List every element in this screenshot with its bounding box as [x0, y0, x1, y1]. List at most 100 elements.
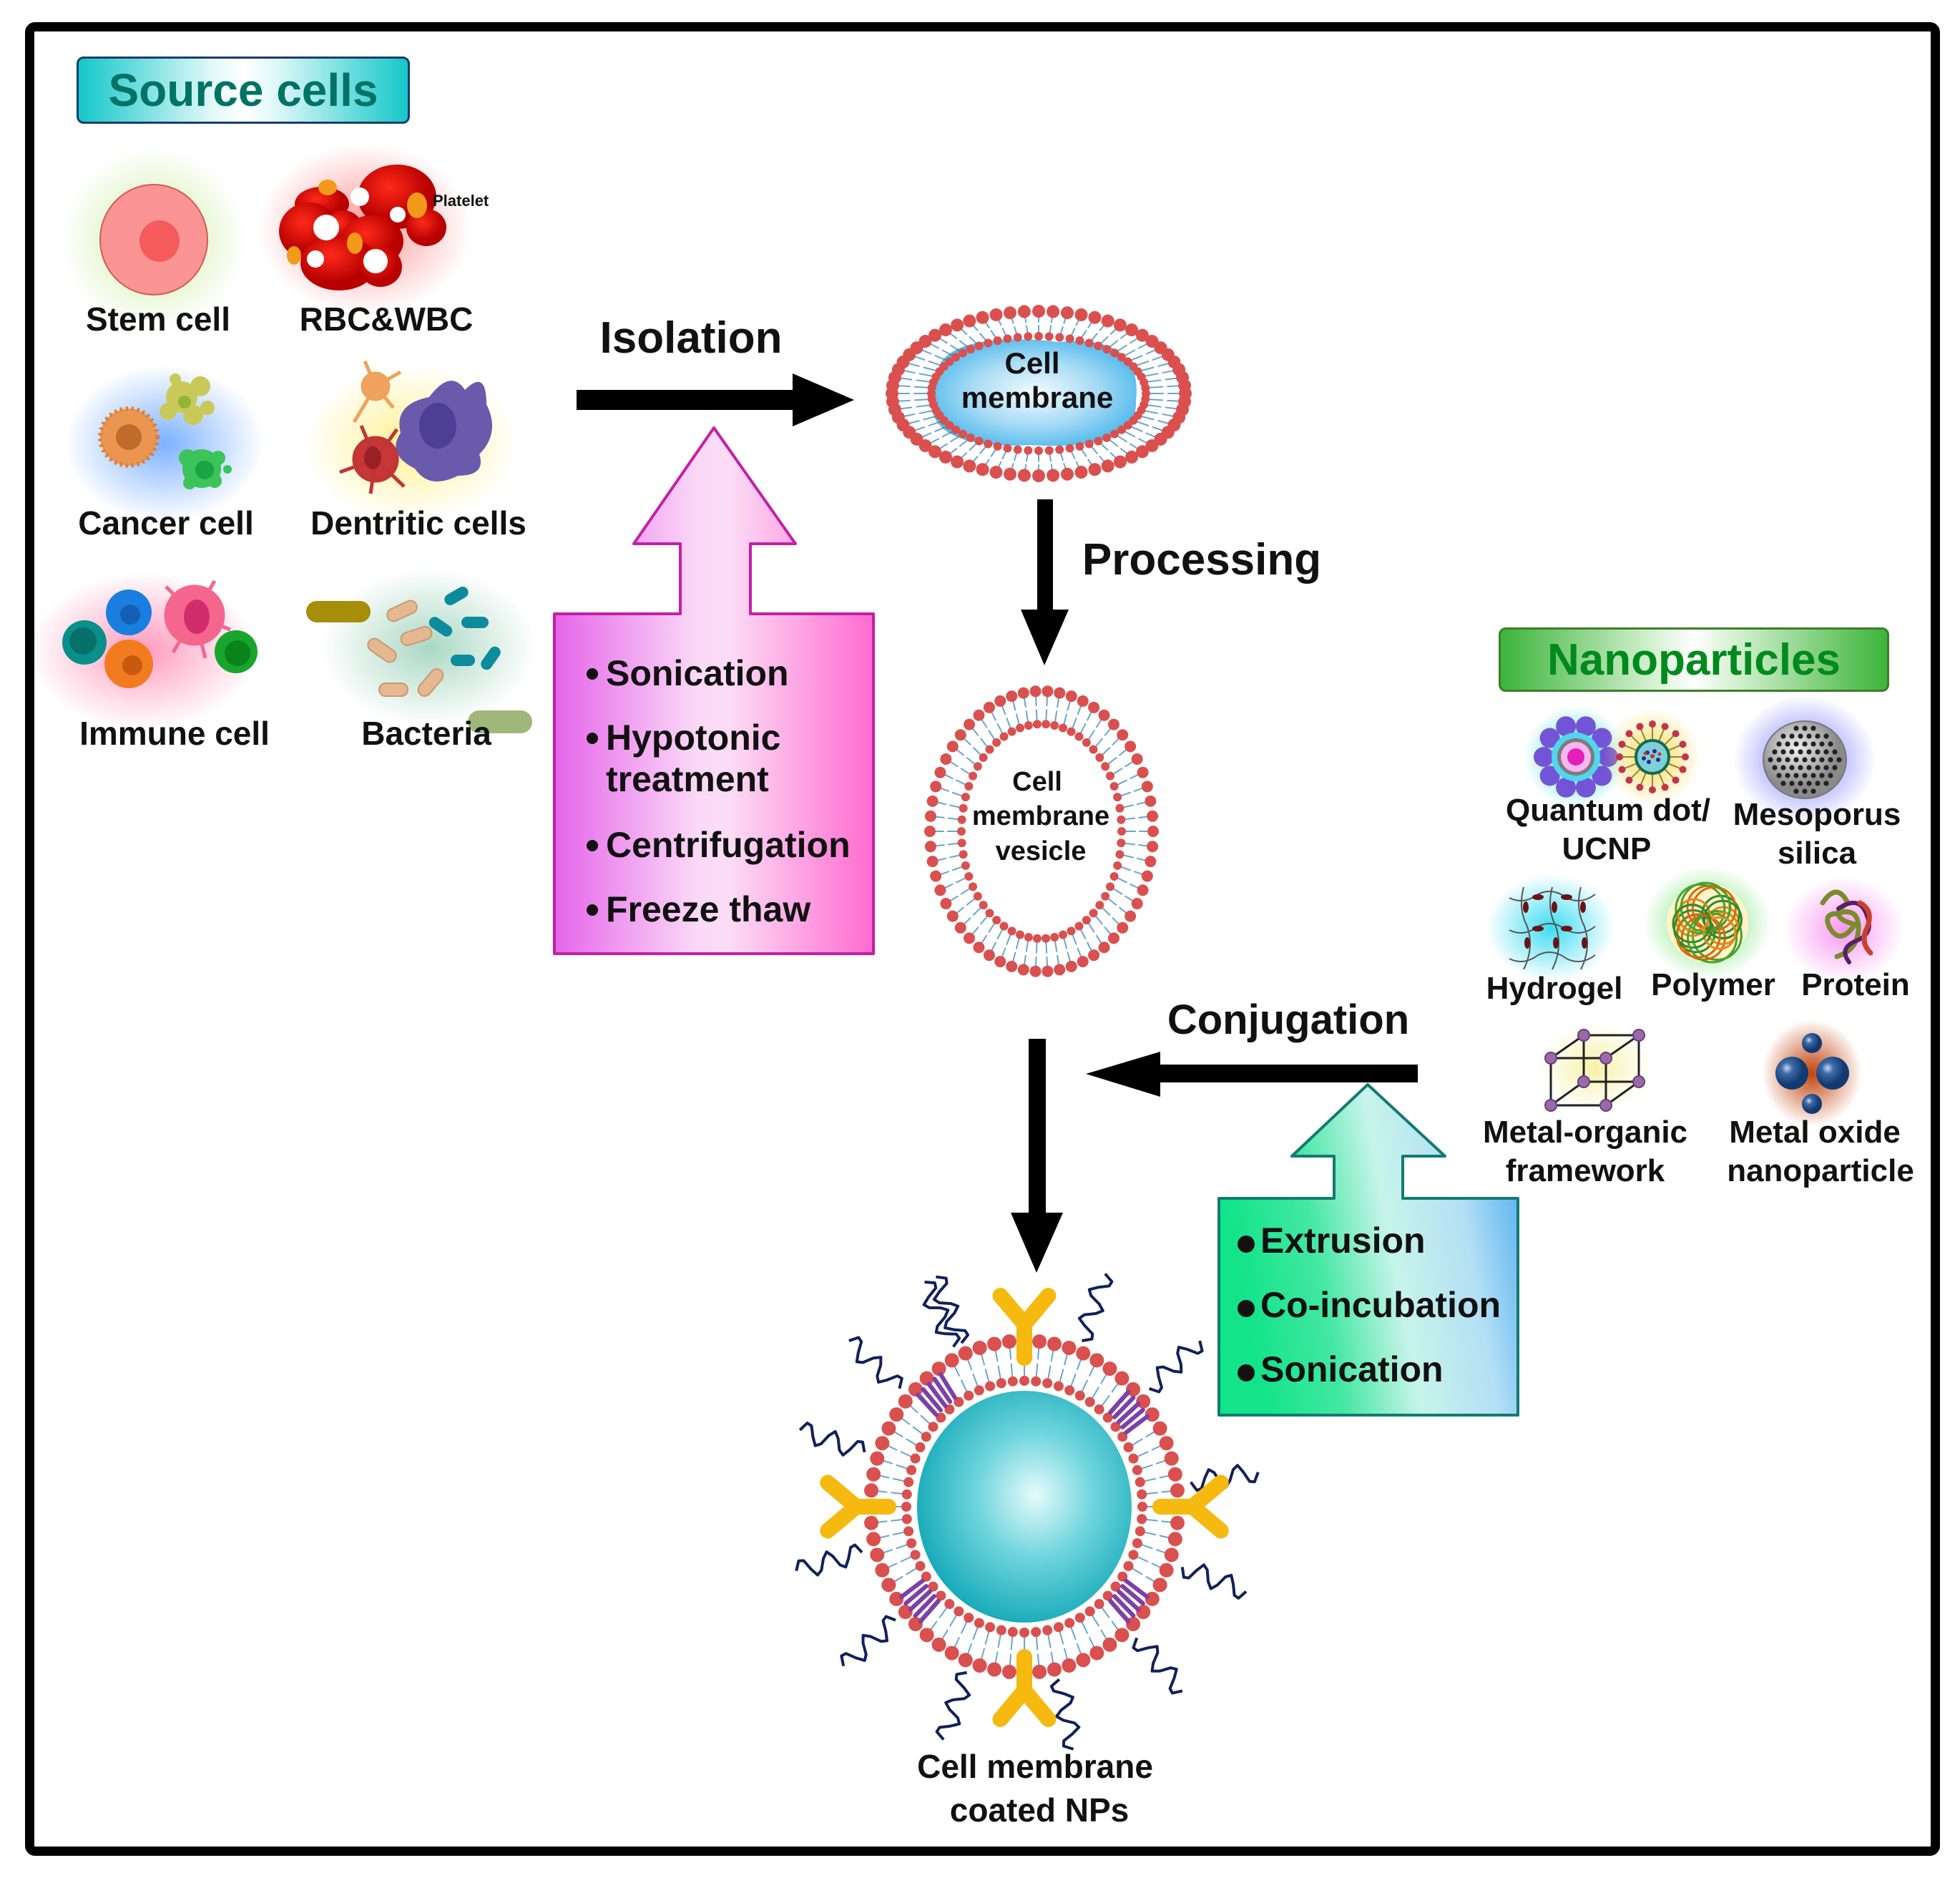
lipid-head	[1044, 332, 1054, 341]
membrane-protein	[908, 1589, 933, 1612]
lipid-head	[1147, 810, 1159, 822]
quantum-dot-label-line2: UCNP	[1562, 831, 1652, 866]
lipid-head	[1115, 850, 1124, 859]
mof-label-line2: framework	[1505, 1153, 1665, 1188]
lipid-head	[954, 921, 966, 934]
lipid-head	[1159, 1562, 1174, 1578]
lipid-head	[1095, 753, 1104, 762]
ucnp-ligand	[1625, 730, 1633, 738]
membrane-protein	[918, 1598, 941, 1624]
lipid-head	[1152, 1578, 1167, 1593]
lipid-head	[996, 1378, 1006, 1389]
peg-chain	[1180, 1563, 1248, 1600]
antibody-icon	[1152, 1474, 1229, 1539]
lipid-head	[1007, 727, 1016, 736]
ucnp-ligand	[1679, 766, 1687, 773]
ucnp-ligand	[1682, 753, 1689, 760]
dendritic-cells-label: Dentritic cells	[310, 504, 526, 542]
lipid-head	[1054, 687, 1066, 699]
lipid-head	[1082, 916, 1091, 925]
lipid-head	[1042, 934, 1051, 943]
lipid-head	[1123, 1560, 1134, 1571]
membrane-protein	[916, 1392, 939, 1417]
quantum-dot-label-line1: Quantum dot/	[1506, 793, 1710, 828]
lipid-head	[1164, 1451, 1179, 1466]
product-label-line1: Cell membrane	[917, 1748, 1153, 1785]
lipid-head	[979, 901, 988, 910]
lipid-head	[954, 1606, 964, 1617]
lipid-head	[1019, 1376, 1029, 1386]
lipid-head	[1105, 882, 1114, 891]
lipid-head	[1065, 334, 1074, 343]
lipid-head	[1113, 455, 1127, 469]
immune-cell-label: Immune cell	[79, 715, 270, 752]
lipid-head	[954, 729, 966, 741]
silica-pore	[1810, 741, 1816, 747]
lipid-head	[1062, 1658, 1077, 1673]
lipid-head	[930, 870, 942, 882]
lipid-head	[1107, 718, 1119, 730]
lipid-head	[963, 314, 976, 328]
conjugation-step-label: Conjugation	[1167, 997, 1410, 1043]
conjugation-method-item: Co-incubation	[1238, 1285, 1501, 1349]
lipid-head	[1065, 690, 1077, 703]
lipid-head	[964, 782, 974, 791]
lipid-head	[1135, 1526, 1145, 1537]
silica-pore	[1785, 773, 1790, 778]
lipid-head	[992, 738, 1001, 747]
lipid-head	[1101, 459, 1114, 473]
silica-pore	[1810, 725, 1816, 731]
lipid-head	[985, 745, 994, 754]
lipid-head	[1031, 1627, 1042, 1638]
lipid-head	[931, 1361, 946, 1376]
lipid-head	[961, 793, 970, 802]
main-down-arrow	[1011, 1039, 1063, 1273]
lipid-head	[928, 1581, 939, 1592]
silica-pore	[1793, 773, 1799, 778]
silica-pore	[1828, 757, 1833, 763]
lipid-head	[1145, 856, 1157, 868]
quantum-dot-icon	[1524, 705, 1627, 808]
lipid-head	[1084, 338, 1094, 348]
ucnp-ligand	[1661, 723, 1669, 730]
membrane-protein	[1120, 1407, 1145, 1429]
silica-pore	[1793, 788, 1799, 794]
silica-pore	[1810, 757, 1816, 763]
lipid-head	[939, 323, 952, 337]
peg-chain	[922, 1281, 961, 1348]
silica-pore	[1772, 749, 1778, 755]
lipid-head	[924, 841, 936, 853]
mof-label-line1: Metal-organic	[1482, 1115, 1688, 1150]
lipid-head	[1082, 738, 1091, 747]
silica-pore	[1776, 741, 1782, 747]
lipid-head	[1024, 720, 1033, 730]
peg-chain	[798, 1422, 866, 1457]
lipid-head	[1060, 467, 1074, 481]
silica-pore	[1793, 725, 1799, 731]
polymer-strand	[1702, 899, 1743, 939]
lipid-head	[1042, 965, 1054, 977]
lipid-head	[1084, 439, 1094, 449]
isolation-method-item: Freeze thaw	[587, 889, 851, 953]
lipid-head	[969, 882, 978, 891]
lipid-head	[1109, 871, 1119, 881]
lipid-head	[964, 871, 974, 881]
ucnp-ligand	[1618, 766, 1626, 773]
membrane-protein	[1112, 1594, 1136, 1618]
lipid-head	[866, 1467, 881, 1482]
lipid-head	[1141, 870, 1153, 882]
antibody-icon	[992, 1649, 1057, 1728]
silica-pore	[1828, 741, 1833, 747]
cell-membrane-label-line1: Cell	[1004, 346, 1060, 380]
silica-pore	[1823, 733, 1829, 739]
bullet-icon	[1238, 1300, 1255, 1317]
lipid-head	[1170, 1483, 1185, 1498]
lipid-head	[1102, 345, 1112, 354]
silica-pore	[1819, 757, 1825, 763]
mof-icon	[1538, 1023, 1652, 1112]
bullet-icon	[1238, 1236, 1255, 1253]
lipid-head	[1055, 333, 1064, 342]
lipid-head	[1001, 1334, 1016, 1349]
cell-membrane-icon	[886, 305, 1192, 482]
lipid-head	[930, 781, 942, 793]
